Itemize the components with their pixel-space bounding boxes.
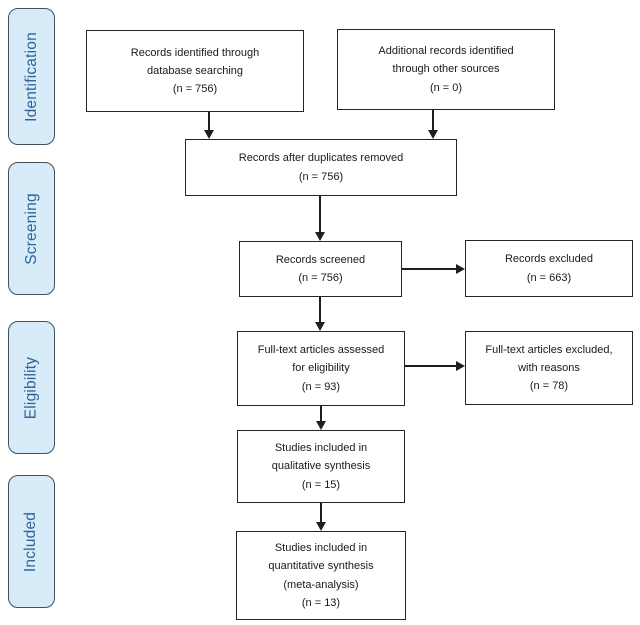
arrow-screened-to-excluded xyxy=(402,264,465,274)
stage-included: Included xyxy=(8,475,55,608)
arrow-shaft xyxy=(320,406,322,421)
arrow-assessed-to-qualitative xyxy=(316,406,326,430)
stage-identification-label: Identification xyxy=(22,31,40,122)
arrow-assessed-to-ftexcluded xyxy=(405,361,465,371)
box-additional-records: Additional records identified through ot… xyxy=(337,29,555,110)
box-fulltext-assessed: Full-text articles assessed for eligibil… xyxy=(237,331,405,406)
box-records-identified: Records identified through database sear… xyxy=(86,30,304,112)
stage-screening: Screening xyxy=(8,162,55,295)
stage-eligibility: Eligibility xyxy=(8,321,55,454)
stage-screening-label: Screening xyxy=(22,192,40,265)
arrowhead-down-icon xyxy=(204,130,214,139)
arrow-additional-to-duplicates xyxy=(428,110,438,139)
arrowhead-down-icon xyxy=(315,232,325,241)
arrow-screened-to-assessed xyxy=(315,297,325,331)
stage-eligibility-label: Eligibility xyxy=(22,356,40,419)
box-fulltext-excluded: Full-text articles excluded, with reason… xyxy=(465,331,633,405)
box-records-excluded: Records excluded (n = 663) xyxy=(465,240,633,297)
arrow-shaft xyxy=(402,268,456,270)
arrowhead-down-icon xyxy=(316,522,326,531)
stage-identification: Identification xyxy=(8,8,55,145)
arrow-shaft xyxy=(320,503,322,522)
arrow-shaft xyxy=(319,196,321,232)
box-qualitative-synthesis: Studies included in qualitative synthesi… xyxy=(237,430,405,503)
box-records-screened: Records screened (n = 756) xyxy=(239,241,402,297)
arrow-shaft xyxy=(432,110,434,130)
arrow-identified-to-duplicates xyxy=(204,112,214,139)
arrowhead-right-icon xyxy=(456,361,465,371)
arrow-qualitative-to-quantitative xyxy=(316,503,326,531)
box-duplicates-removed: Records after duplicates removed (n = 75… xyxy=(185,139,457,196)
arrowhead-down-icon xyxy=(315,322,325,331)
arrow-shaft xyxy=(405,365,456,367)
arrowhead-down-icon xyxy=(428,130,438,139)
stage-included-label: Included xyxy=(22,511,40,572)
arrow-shaft xyxy=(319,297,321,322)
arrowhead-right-icon xyxy=(456,264,465,274)
arrowhead-down-icon xyxy=(316,421,326,430)
arrow-duplicates-to-screened xyxy=(315,196,325,241)
arrow-shaft xyxy=(208,112,210,130)
box-quantitative-synthesis: Studies included in quantitative synthes… xyxy=(236,531,406,620)
